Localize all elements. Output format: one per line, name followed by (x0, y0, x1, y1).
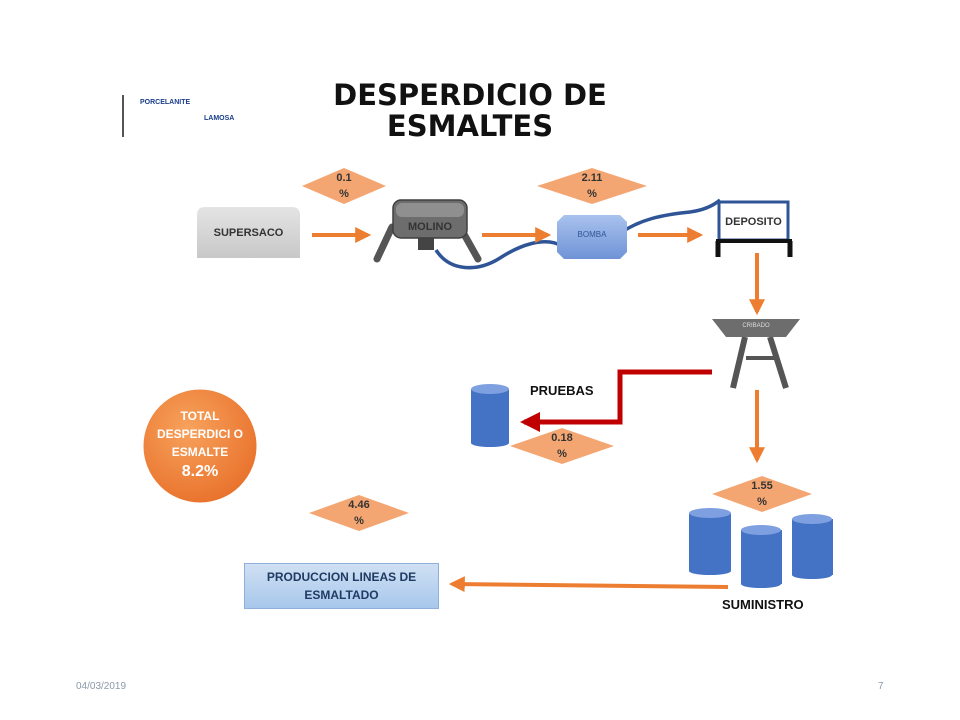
pct-bomba: 2.11 % (581, 172, 603, 200)
bomba-label: BOMBA (577, 230, 607, 239)
logo-bar (122, 95, 124, 137)
logo-brand-lamosa: LAMOSA (204, 115, 235, 122)
total-label: TOTAL DESPERDICI O ESMALTE (156, 409, 243, 459)
deposito-label: DEPOSITO (725, 216, 782, 228)
produccion-box: PRODUCCION LINEAS DE ESMALTADO (244, 563, 439, 609)
footer-date: 04/03/2019 (76, 681, 127, 692)
pruebas-label: PRUEBAS (530, 383, 594, 398)
cribado-sieve (712, 319, 800, 389)
pct-produccion: 4.46 % (348, 499, 370, 527)
pct-diamond-produccion (309, 495, 409, 531)
pct-diamond-pruebas (510, 428, 614, 464)
logo-brand-porcelanite: PORCELANITE (140, 99, 191, 106)
footer-page-number: 7 (878, 681, 884, 692)
supersaco-box (197, 207, 300, 258)
arrow-cribado-pruebas (520, 369, 712, 432)
total-value: 8.2% (181, 463, 219, 480)
supersaco-label: SUPERSACO (213, 227, 284, 239)
pct-pruebas: 0.18 % (551, 432, 573, 460)
bomba-shape (557, 215, 627, 259)
molino-label: MOLINO (408, 221, 452, 233)
arrow-suministro-produccion (448, 576, 729, 593)
deposito-tank (715, 200, 793, 257)
pruebas-tank (471, 384, 509, 447)
suministro-label: SUMINISTRO (722, 597, 804, 612)
company-logo: PORCELANITE LAMOSA (122, 95, 242, 137)
pct-molino: 0.1 % (336, 172, 352, 200)
total-summary: TOTAL DESPERDICI O ESMALTE 8.2% (125, 384, 275, 504)
pct-suministro: 1.55 % (751, 480, 773, 508)
suministro-tanks (689, 508, 833, 588)
pct-diamond-molino (302, 168, 386, 204)
total-circle (140, 386, 260, 506)
hose-bomba-deposito (621, 198, 722, 234)
pct-diamond-suministro (712, 476, 812, 512)
hose-molino-bomba (434, 240, 563, 270)
cribado-label: CRIBADO (742, 323, 770, 329)
molino-machine (373, 199, 482, 263)
pct-diamond-bomba (537, 168, 647, 204)
page-title: DESPERDICIO DE ESMALTES (333, 78, 607, 143)
